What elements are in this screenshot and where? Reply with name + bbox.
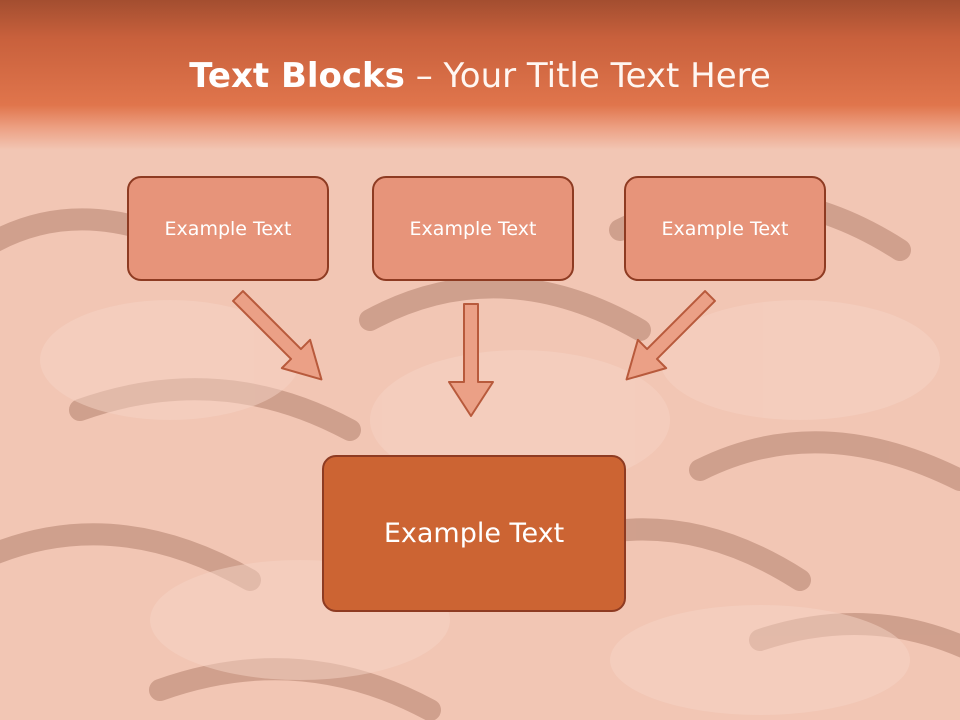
text-box-top-left[interactable]: Example Text	[127, 176, 329, 281]
arrow-center	[448, 303, 494, 417]
text-box-bottom[interactable]: Example Text	[322, 455, 626, 612]
text-box-top-right-label: Example Text	[661, 217, 789, 240]
text-box-bottom-label: Example Text	[383, 518, 565, 549]
arrow-right	[625, 290, 716, 381]
text-box-top-center-label: Example Text	[409, 217, 537, 240]
title-bar	[0, 0, 960, 150]
slide-title[interactable]: Text Blocks – Your Title Text Here	[0, 52, 960, 100]
title-bold-part: Text Blocks	[189, 56, 405, 96]
title-separator: –	[404, 56, 444, 96]
text-box-top-right[interactable]: Example Text	[624, 176, 826, 281]
arrow-left	[232, 290, 323, 381]
text-box-top-center[interactable]: Example Text	[372, 176, 574, 281]
text-box-top-left-label: Example Text	[164, 217, 292, 240]
title-rest: Your Title Text Here	[443, 56, 771, 96]
